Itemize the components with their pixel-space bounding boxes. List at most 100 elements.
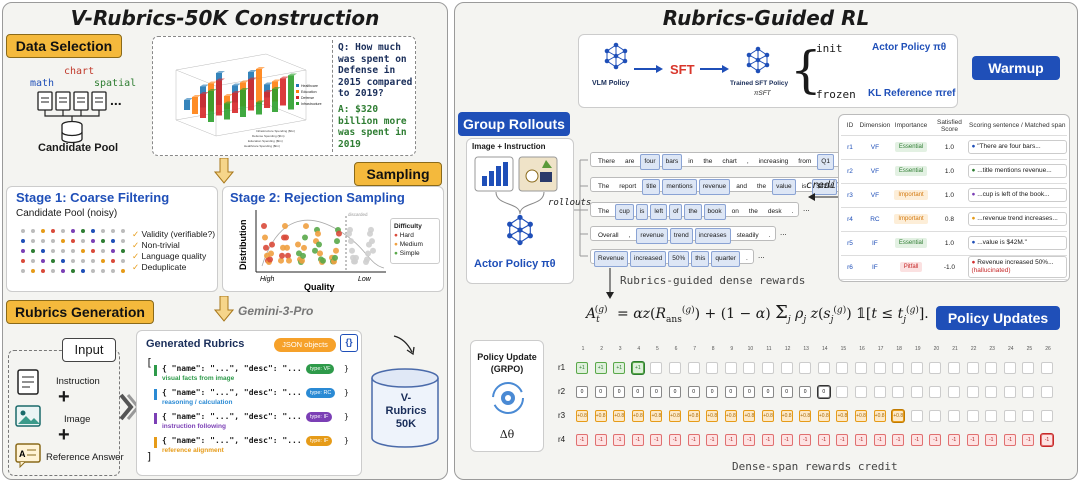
token: steadily (736, 232, 759, 239)
grid-column-number: 10 (747, 346, 754, 352)
reward-cell (929, 362, 942, 374)
token: increases (694, 228, 731, 244)
row-id: r5 (841, 231, 860, 256)
token: revenue (698, 179, 731, 195)
check-icon: ✓ (132, 251, 142, 261)
brace: { (790, 41, 822, 99)
rubrics-close-bracket: ] (146, 450, 153, 463)
token: , (628, 232, 631, 239)
stage1-title: Stage 1: Coarse Filtering (16, 190, 170, 205)
instruction-icon (17, 369, 39, 395)
grid-column-number: 11 (766, 346, 772, 352)
down-arrow-line (606, 268, 614, 299)
reward-cell: +0.8 (724, 410, 737, 422)
bar-chart-thumbnail (474, 156, 514, 192)
token: The (598, 208, 610, 215)
domain-math: math (30, 78, 55, 89)
reward-cell: -1 (780, 434, 793, 446)
ellipsis: ... (110, 92, 122, 108)
sentence-ellipsis: ... (758, 251, 765, 260)
reward-cell: -1 (892, 434, 905, 446)
qa-answer: A: $320 billion more was spent in 2019 (338, 104, 407, 150)
desk-photo-thumbnail (518, 156, 558, 192)
grid-column-number: 7 (693, 346, 696, 352)
credit-arrow (808, 193, 842, 201)
rubric-type-badge: type: IF (306, 436, 333, 446)
token: Revenue (594, 251, 629, 267)
warmup-tag: Warmup (972, 56, 1060, 80)
row-dimension: IF (859, 231, 891, 256)
grid-column-number: 22 (970, 346, 977, 352)
grid-column-number: 4 (637, 346, 641, 352)
reward-cell (1041, 410, 1053, 422)
reward-cell: +0.8 (855, 410, 867, 422)
grid-column-number: 19 (915, 346, 921, 352)
row-dimension: RC (859, 207, 891, 232)
stage2-title: Stage 2: Rejection Sampling (230, 190, 405, 205)
curved-arrow-icon (393, 335, 415, 356)
reward-cell (948, 362, 960, 374)
token: are (624, 158, 635, 165)
dataset-label: V-Rubrics 50K (385, 392, 427, 430)
row-id: r1 (841, 135, 860, 160)
token: 50% (668, 251, 690, 267)
reward-cell: 0 (650, 386, 663, 398)
reward-cell: +1 (631, 362, 644, 374)
domain-spatial: spatial (94, 78, 137, 89)
domain-chart: chart (64, 66, 95, 77)
row-span: ● ...value is $42M." (967, 231, 1067, 256)
rubric-json: { "name": "...", "desc": "... (162, 436, 302, 445)
token: desk (767, 208, 782, 215)
reward-cell (724, 362, 737, 374)
gear-refresh-icon (492, 382, 524, 414)
token: is (635, 204, 649, 220)
token: chart (722, 158, 737, 165)
json-braces-icon: {} (340, 334, 358, 352)
init-label: init (816, 42, 843, 55)
reward-cell: 0 (631, 386, 644, 398)
reward-cell: +0.8 (576, 410, 588, 422)
grid-column-number: 3 (618, 346, 622, 352)
table-row: r4 RC Important 0.8 ● ...revenue trend i… (841, 207, 1067, 232)
rubric-bar (154, 389, 157, 400)
stage1-subtitle: Candidate Pool (noisy) (16, 208, 118, 219)
network-icon (746, 46, 770, 74)
token: of (669, 204, 683, 220)
rollouts-label: rollouts (548, 198, 592, 208)
generated-rubrics-title: Generated Rubrics (146, 338, 245, 350)
reward-cell: -1 (576, 434, 588, 446)
candidate-pool-label: Candidate Pool (38, 142, 119, 154)
database-icon (371, 368, 439, 448)
row-score: 1.0 (931, 135, 968, 160)
grid-column-number: 26 (1045, 346, 1051, 352)
chart-axis-label-education: Education Spending ($bn) (248, 139, 283, 143)
row-importance: Essential (890, 135, 932, 160)
reward-cell: 0 (594, 386, 607, 398)
reward-cell: -1 (594, 434, 607, 446)
rubric-type-badge: type: RC (306, 388, 336, 398)
actor-policy-label-2: Actor Policy πθ (474, 258, 556, 270)
row-id: r4 (841, 207, 860, 232)
grid-column-number: 20 (933, 346, 940, 352)
reward-cell (1003, 410, 1016, 422)
down-arrow-icon (214, 296, 234, 322)
token: is (801, 183, 807, 190)
check-icon: ✓ (132, 262, 142, 272)
token: in (688, 158, 694, 165)
difficulty-legend: Difficulty ● Hard ● Medium ● Simple (390, 218, 440, 264)
trained-sft-label: Trained SFT Policy (730, 80, 789, 87)
image-icon (15, 405, 41, 427)
policy-updates-tag: Policy Updates (936, 306, 1060, 330)
row-importance: Essential (890, 159, 932, 184)
rubrics-generation-tag: Rubrics Generation (6, 300, 154, 324)
grid-row-label: r1 (558, 363, 566, 372)
reward-cell: 0 (576, 386, 588, 398)
token: on (731, 208, 739, 215)
reward-cell (743, 362, 756, 374)
reward-cell: -1 (687, 434, 700, 446)
grid-column-number: 14 (822, 346, 828, 352)
token: and (736, 183, 748, 190)
reward-cell (855, 386, 867, 398)
input-reference-answer: Reference Answer (46, 452, 124, 463)
